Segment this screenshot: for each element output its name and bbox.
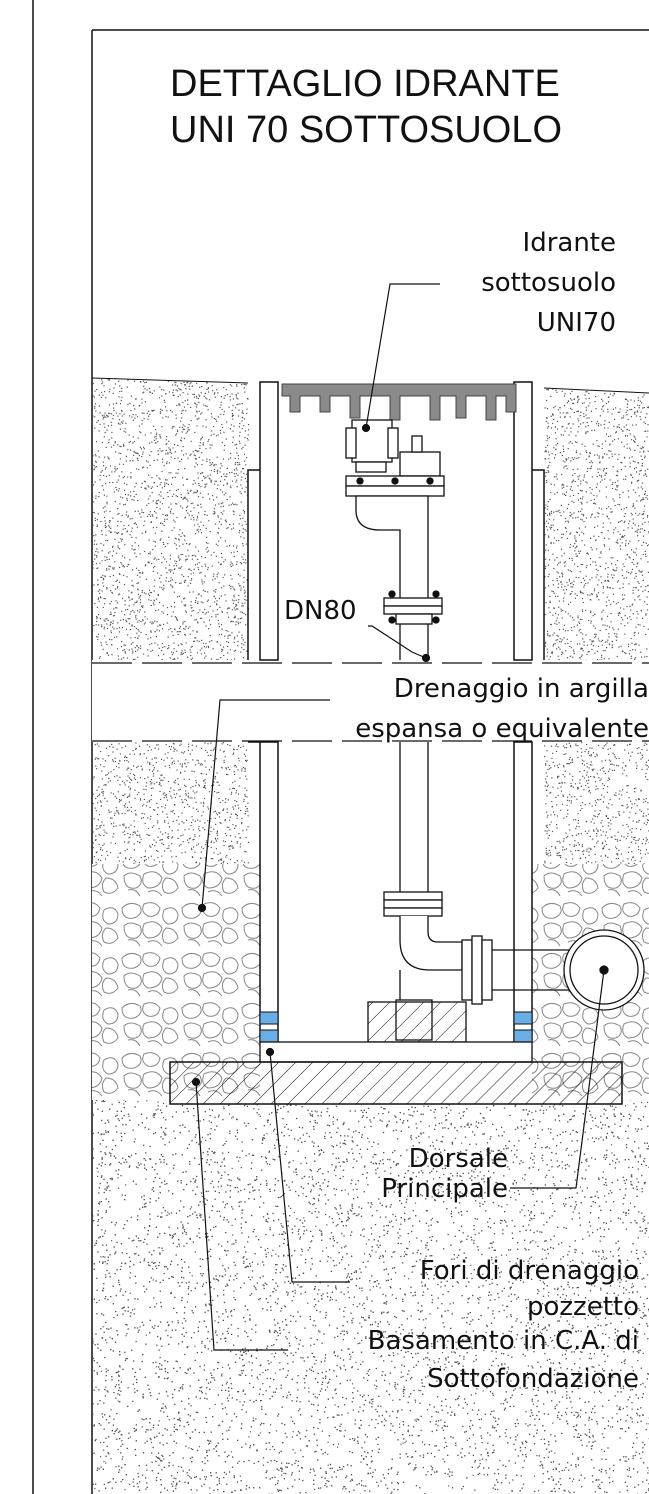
soil-speckle [92, 377, 649, 1494]
label-fori-line-2: pozzetto [527, 1292, 639, 1322]
pit-floor [259, 1041, 533, 1063]
break-band [92, 660, 649, 742]
label-fori-line-1: Fori di drenaggio [419, 1256, 639, 1286]
support-block [367, 1001, 467, 1043]
label-basamento-line-2: Sottofondazione [427, 1364, 639, 1394]
label-drenaggio-line-2: espansa o equivalente [355, 714, 649, 744]
foundation-slab [169, 1061, 623, 1105]
label-dorsale-line-2: Principale [381, 1174, 508, 1204]
label-drenaggio-line-1: Drenaggio in argilla [393, 674, 649, 704]
leader-lines [191, 283, 605, 1351]
label-dn80: DN80 [282, 594, 359, 628]
drawing-title-line-1: DETTAGLIO IDRANTE [170, 63, 560, 105]
hydrant-assembly [345, 419, 445, 660]
pit-walls [247, 381, 545, 1043]
grate-cover [281, 383, 517, 421]
sheet-frame [32, 0, 649, 1494]
label-idrante-line-2: sottosuolo [481, 268, 616, 298]
label-idrante-line-3: UNI70 [536, 308, 616, 338]
label-idrante-line-1: Idrante [522, 228, 616, 258]
label-dorsale-line-1: Dorsale [408, 1144, 508, 1174]
label-basamento-line-1: Basamento in C.A. di [367, 1326, 639, 1356]
drawing-title-line-2: UNI 70 SOTTOSUOLO [170, 109, 563, 151]
drain-holes [259, 1011, 533, 1043]
